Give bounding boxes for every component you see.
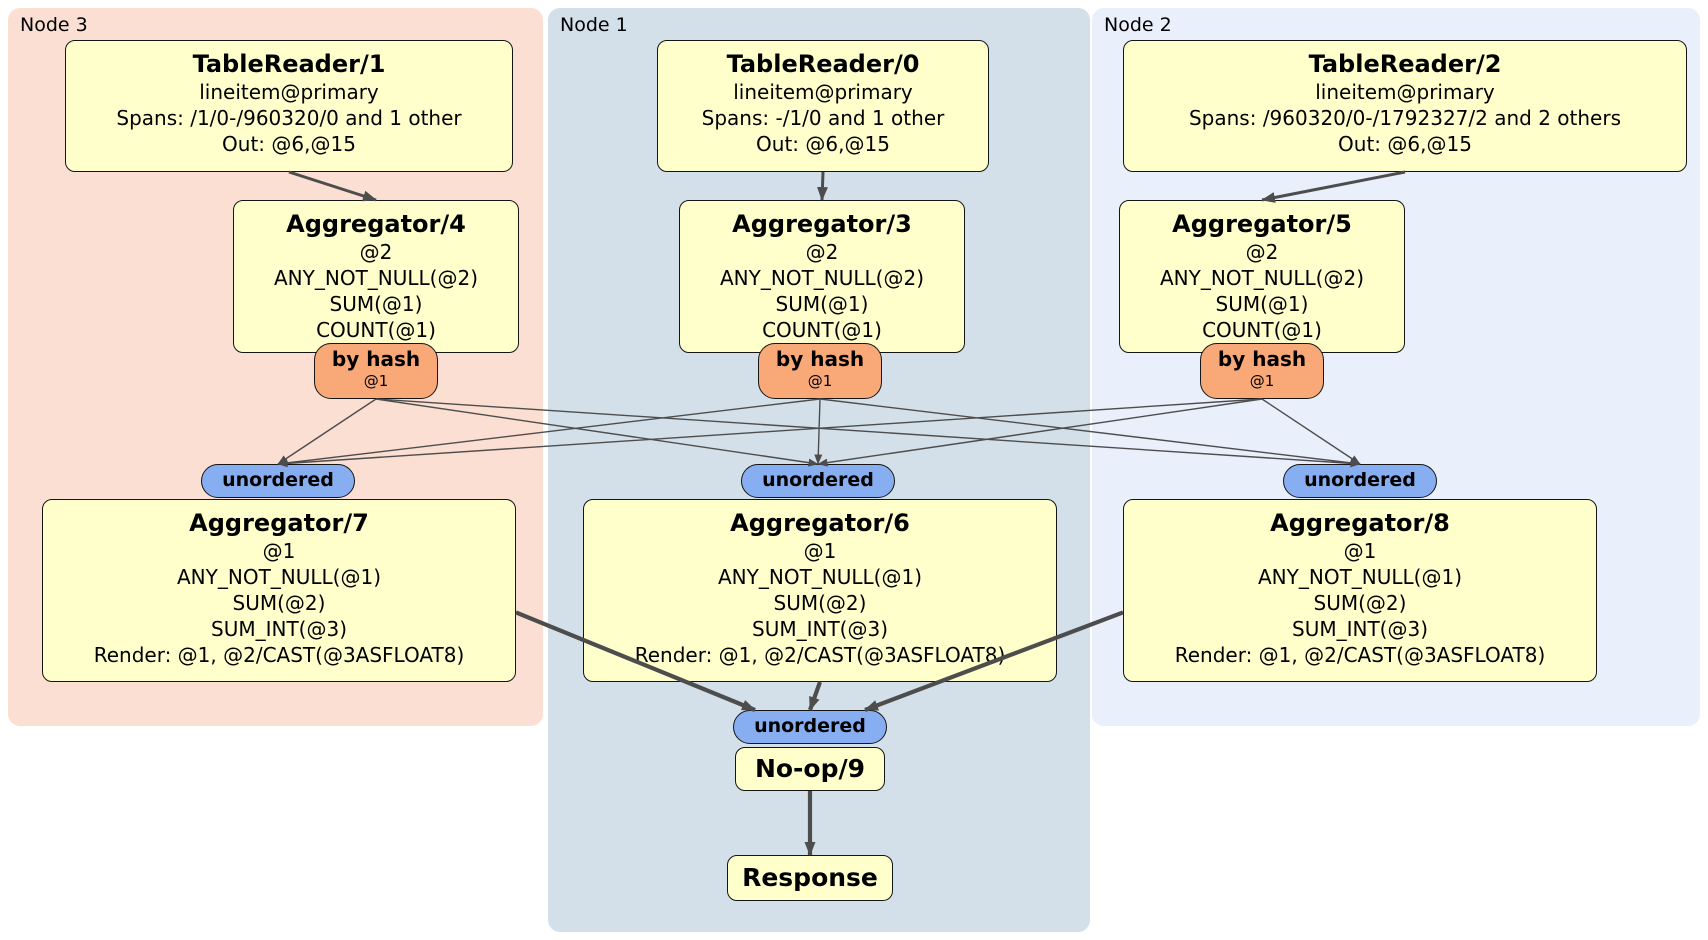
detail-line: SUM(@2) [232, 591, 326, 615]
detail-line: ANY_NOT_NULL(@1) [177, 565, 381, 589]
processor-noop-9: No-op/9 [735, 747, 885, 791]
detail-line: COUNT(@1) [1202, 318, 1322, 342]
processor-title: Aggregator/4 [286, 210, 466, 238]
panel-node1-label: Node 1 [560, 14, 628, 36]
detail-line: ANY_NOT_NULL(@1) [718, 565, 922, 589]
detail-line: Spans: /1/0-/960320/0 and 1 other [116, 106, 462, 130]
detail-line: @2 [359, 240, 393, 264]
sync-unordered-8: unordered [1283, 464, 1437, 498]
detail-line: SUM(@2) [1313, 591, 1407, 615]
detail-line: Out: @6,@15 [1338, 132, 1472, 156]
detail-line: SUM_INT(@3) [1292, 617, 1428, 641]
router-detail: @1 [807, 372, 833, 390]
processor-title: Aggregator/5 [1172, 210, 1352, 238]
detail-line: lineitem@primary [1315, 80, 1495, 104]
router-detail: @1 [363, 372, 389, 390]
panel-node3-label: Node 3 [20, 14, 88, 36]
processor-title: TableReader/1 [192, 50, 386, 78]
sync-unordered-6: unordered [741, 464, 895, 498]
detail-line: Spans: /960320/0-/1792327/2 and 2 others [1188, 106, 1621, 130]
detail-line: Out: @6,@15 [222, 132, 356, 156]
router-detail: @1 [1249, 372, 1275, 390]
detail-line: SUM(@1) [329, 292, 423, 316]
detail-line: SUM(@1) [1215, 292, 1309, 316]
processor-title: TableReader/2 [1308, 50, 1502, 78]
detail-line: lineitem@primary [733, 80, 913, 104]
detail-line: ANY_NOT_NULL(@2) [274, 266, 478, 290]
processor-title: Aggregator/7 [189, 509, 369, 537]
detail-line: Out: @6,@15 [756, 132, 890, 156]
detail-line: @2 [1245, 240, 1279, 264]
router-label: by hash [775, 347, 865, 371]
detail-line: lineitem@primary [199, 80, 379, 104]
processor-title: TableReader/0 [726, 50, 920, 78]
processor-response: Response [727, 855, 893, 901]
processor-title: No-op/9 [754, 754, 866, 783]
detail-line: @1 [262, 539, 296, 563]
sync-unordered-9: unordered [733, 710, 887, 744]
detail-line: Render: @1, @2/CAST(@3ASFLOAT8) [1174, 643, 1546, 667]
detail-line: SUM_INT(@3) [211, 617, 347, 641]
router-by-hash-5: by hash @1 [1200, 343, 1324, 399]
processor-title: Aggregator/8 [1270, 509, 1450, 537]
detail-line: SUM(@1) [775, 292, 869, 316]
detail-line: ANY_NOT_NULL(@2) [720, 266, 924, 290]
detail-line: SUM_INT(@3) [752, 617, 888, 641]
detail-line: Render: @1, @2/CAST(@3ASFLOAT8) [634, 643, 1006, 667]
detail-line: SUM(@2) [773, 591, 867, 615]
detail-line: Render: @1, @2/CAST(@3ASFLOAT8) [93, 643, 465, 667]
detail-line: ANY_NOT_NULL(@2) [1160, 266, 1364, 290]
router-label: by hash [1217, 347, 1307, 371]
detail-line: @1 [1343, 539, 1377, 563]
detail-line: ANY_NOT_NULL(@1) [1258, 565, 1462, 589]
detail-line: @1 [803, 539, 837, 563]
router-label: by hash [331, 347, 421, 371]
processor-title: Response [742, 863, 878, 892]
router-by-hash-4: by hash @1 [314, 343, 438, 399]
panel-node2-label: Node 2 [1104, 14, 1172, 36]
detail-line: Spans: -/1/0 and 1 other [701, 106, 945, 130]
detail-line: @2 [805, 240, 839, 264]
sync-unordered-7: unordered [201, 464, 355, 498]
processor-title: Aggregator/3 [732, 210, 912, 238]
processor-title: Aggregator/6 [730, 509, 910, 537]
detail-line: COUNT(@1) [316, 318, 436, 342]
router-by-hash-3: by hash @1 [758, 343, 882, 399]
detail-line: COUNT(@1) [762, 318, 882, 342]
